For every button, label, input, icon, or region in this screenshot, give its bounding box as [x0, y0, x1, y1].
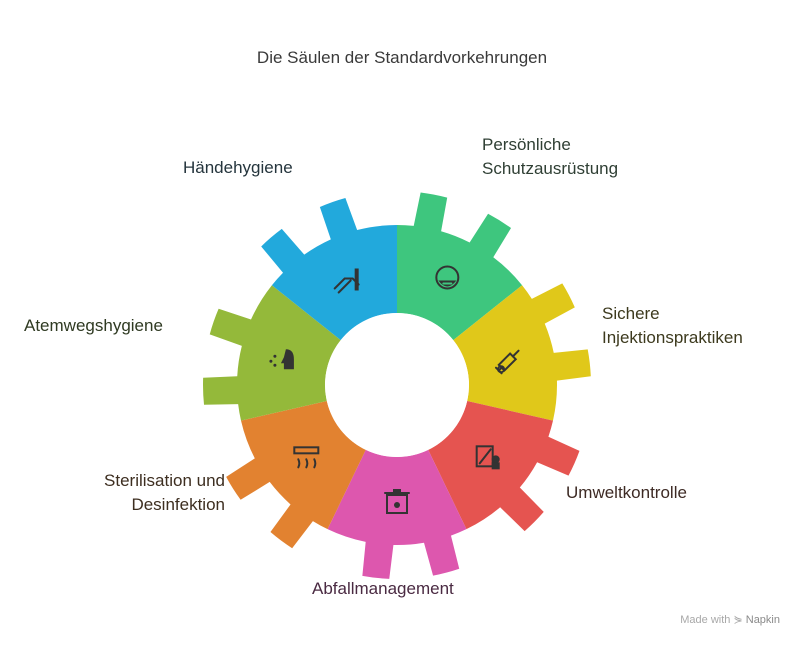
- sterilizer-icon: [293, 446, 320, 469]
- face-mask-icon: [435, 265, 460, 290]
- syringe-icon: [494, 349, 520, 375]
- gear-segment-environment: [428, 401, 580, 532]
- label-respiratory: Atemwegshygiene: [24, 316, 163, 335]
- label-hands: Händehygiene: [183, 158, 293, 177]
- gear-segment-waste: [327, 449, 467, 579]
- gear-segment-ppe: [397, 192, 523, 341]
- gear-segment-injection: [453, 283, 591, 421]
- cough-icon: [269, 349, 294, 370]
- gear-segment-hands: [261, 197, 397, 341]
- label-environment: Umweltkontrolle: [566, 483, 687, 502]
- watermark: Made with ⋟ Napkin: [680, 614, 780, 626]
- label-waste: Abfallmanagement: [312, 579, 454, 598]
- diagram-title: Die Säulen der Standardvorkehrungen: [256, 48, 548, 67]
- napkin-logo-icon: ⋟: [733, 614, 743, 626]
- gear-segment-sterilization: [226, 401, 366, 549]
- gear-center: [325, 313, 469, 457]
- cleaning-icon: [475, 445, 500, 470]
- gear-segment-respiratory: [203, 285, 341, 421]
- hazard-bin-icon: [384, 489, 410, 514]
- handwash-icon: [333, 268, 360, 294]
